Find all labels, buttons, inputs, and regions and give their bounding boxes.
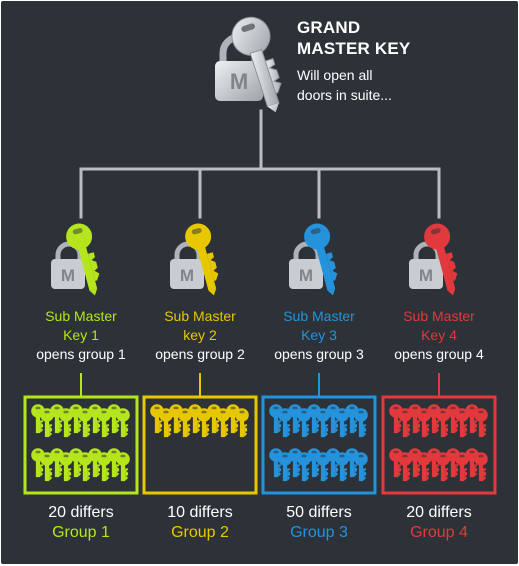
sub-master-1-key-icon bbox=[66, 223, 100, 296]
group-key-icon bbox=[116, 452, 130, 482]
sub-master-3-padlock-icon: M bbox=[289, 241, 323, 289]
group-3-differs: 50 differs bbox=[286, 504, 352, 521]
sub-master-2-padlock-letter: M bbox=[180, 266, 194, 285]
group-key-icon bbox=[235, 408, 249, 438]
group-1-box bbox=[23, 395, 139, 495]
group-1-key-cluster bbox=[31, 404, 130, 482]
group-key-icon bbox=[107, 448, 121, 478]
sub-master-4-key-icon bbox=[424, 223, 458, 296]
sub-master-1-padlock-letter: M bbox=[61, 266, 75, 285]
group-3-name: Group 3 bbox=[290, 524, 348, 541]
group-1-caption: 20 differs Group 1 bbox=[21, 503, 141, 543]
sub-master-4-label: Sub Master Key 4 opens group 4 bbox=[379, 307, 499, 364]
group-1-name: Group 1 bbox=[52, 524, 110, 541]
group-key-icon bbox=[116, 408, 130, 438]
grand-master-description: Will open all doors in suite... bbox=[297, 65, 392, 105]
sub-master-2-name-line1: Sub Master bbox=[164, 308, 236, 324]
group-2-name: Group 2 bbox=[171, 524, 229, 541]
group-key-icon bbox=[307, 404, 321, 434]
sub-master-3-name-line2: Key 3 bbox=[301, 327, 337, 343]
sub-master-1-name-line1: Sub Master bbox=[45, 308, 117, 324]
sub-master-3-label: Sub Master Key 3 opens group 3 bbox=[259, 307, 379, 364]
sub-master-3-key-icon bbox=[304, 223, 338, 296]
group-key-icon bbox=[269, 404, 283, 434]
group-3-key-cluster bbox=[269, 404, 368, 482]
group-3-caption: 50 differs Group 3 bbox=[259, 503, 379, 543]
group-4-box bbox=[381, 395, 497, 495]
group-4-differs: 20 differs bbox=[406, 504, 472, 521]
grand-master-title-line1: GRAND bbox=[297, 18, 361, 37]
sub-master-1-opens: opens group 1 bbox=[36, 346, 126, 362]
group-1-differs: 20 differs bbox=[48, 504, 114, 521]
sub-master-3-padlock-letter: M bbox=[299, 266, 313, 285]
group-key-icon bbox=[474, 408, 488, 438]
grand-master-title: GRAND MASTER KEY bbox=[297, 17, 410, 59]
group-4-key-cluster bbox=[389, 404, 488, 482]
sub-master-4-name-line1: Sub Master bbox=[403, 308, 475, 324]
grand-master-title-line2: MASTER KEY bbox=[297, 39, 411, 58]
group-2-box bbox=[142, 395, 258, 495]
sub-master-1-name-line2: Key 1 bbox=[63, 327, 99, 343]
sub-master-3-name-line1: Sub Master bbox=[283, 308, 355, 324]
sub-master-2-opens: opens group 2 bbox=[155, 346, 245, 362]
group-4-caption: 20 differs Group 4 bbox=[379, 503, 499, 543]
group-key-icon bbox=[354, 452, 368, 482]
sub-master-3-opens: opens group 3 bbox=[274, 346, 364, 362]
grand-master-desc-line2: doors in suite... bbox=[297, 87, 392, 103]
grand-master-desc-line1: Will open all bbox=[297, 67, 373, 83]
group-key-icon bbox=[354, 408, 368, 438]
sub-master-2-padlock-icon: M bbox=[170, 241, 204, 289]
group-2-differs: 10 differs bbox=[167, 504, 233, 521]
sub-master-4-opens: opens group 4 bbox=[394, 346, 484, 362]
sub-master-2-name-line2: key 2 bbox=[183, 327, 217, 343]
group-3-box bbox=[261, 395, 377, 495]
sub-master-4-name-line2: Key 4 bbox=[421, 327, 457, 343]
sub-master-2-label: Sub Master key 2 opens group 2 bbox=[140, 307, 260, 364]
grand-master-key-icon bbox=[231, 16, 282, 113]
padlock-letter: M bbox=[230, 69, 248, 94]
group-2-key-cluster bbox=[150, 404, 249, 438]
sub-master-2-key-icon bbox=[185, 223, 219, 296]
group-key-icon bbox=[474, 452, 488, 482]
sub-master-4-padlock-letter: M bbox=[419, 266, 433, 285]
group-2-caption: 10 differs Group 2 bbox=[140, 503, 260, 543]
group-4-name: Group 4 bbox=[410, 524, 468, 541]
sub-master-1-label: Sub Master Key 1 opens group 1 bbox=[21, 307, 141, 364]
